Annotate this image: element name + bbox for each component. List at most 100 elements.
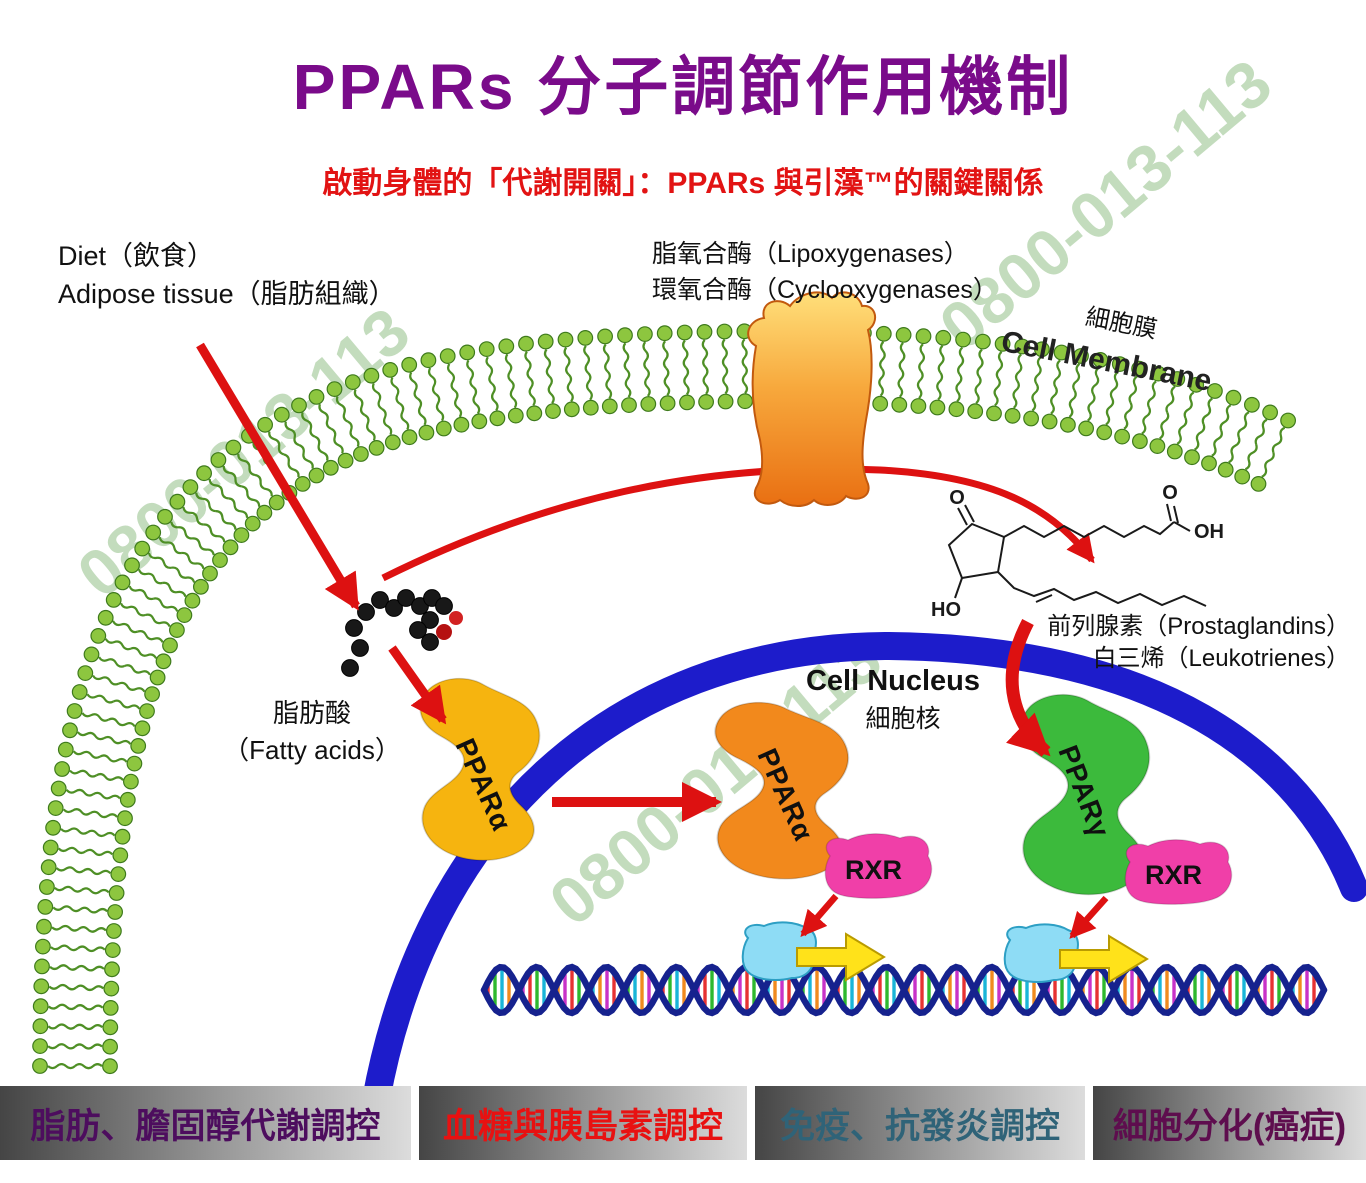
lipid-head	[139, 703, 155, 719]
lipid-tail	[509, 380, 518, 409]
lipid-tail	[364, 414, 376, 441]
lipid-head	[322, 459, 339, 476]
lipid-head	[36, 918, 52, 935]
lipid-head	[126, 755, 143, 772]
lipid-head	[459, 344, 476, 361]
lipid-head	[872, 395, 889, 412]
lipid-head	[233, 527, 250, 543]
lipid-tail	[1072, 363, 1081, 391]
lipid-head	[1234, 468, 1251, 485]
lipid-head	[1092, 352, 1109, 368]
lipid-head	[659, 395, 676, 412]
lipid-head	[891, 396, 908, 413]
lipid-head	[32, 1018, 49, 1035]
lipid-head	[401, 429, 418, 446]
lipid-tail	[1128, 375, 1138, 404]
complex-to-dna-arrow-left	[800, 893, 839, 937]
footer-label-glucose: 血糖與胰島素調控	[442, 1106, 723, 1146]
lipid-tail	[897, 369, 905, 398]
lipid-head	[294, 476, 311, 492]
lipid-tail	[147, 552, 172, 569]
lipid-tail	[84, 848, 114, 856]
lipid-tail	[466, 359, 475, 388]
carbon-atom	[341, 659, 359, 677]
lipid-tail	[683, 366, 690, 396]
lipid-tail	[1105, 397, 1115, 426]
lipid-tail	[701, 339, 709, 368]
footer-cell-glucose: 血糖與胰島素調控	[419, 1086, 747, 1160]
lipid-head	[1131, 433, 1148, 450]
lipid-tail	[528, 377, 536, 406]
lipid-head	[149, 669, 166, 686]
lipid-head	[97, 609, 114, 626]
hydroxyl-ho-label: HO	[931, 599, 961, 621]
footer-cell-immune: 免疫、抗發炎調控	[754, 1086, 1086, 1160]
lipid-head	[498, 338, 515, 355]
lipid-tail	[622, 342, 630, 371]
lipid-tail	[1050, 386, 1058, 415]
lipid-tail	[170, 521, 193, 540]
carbon-atom	[345, 619, 363, 637]
lipid-tail	[1176, 417, 1188, 445]
lipid-head	[563, 401, 580, 418]
lipid-tail	[1244, 444, 1258, 471]
lipid-head	[192, 578, 209, 595]
lipid-head	[102, 1038, 118, 1055]
lipid-head	[212, 552, 228, 568]
lipid-tail	[314, 435, 329, 461]
lipid-head	[1169, 371, 1186, 387]
lipid-tail	[237, 453, 256, 477]
lipid-tail	[283, 453, 300, 478]
transcription-elements	[741, 921, 1149, 984]
lipid-head	[105, 592, 122, 608]
lipid-tail	[1053, 359, 1061, 388]
lipid-tail	[301, 412, 316, 438]
lipid-head	[308, 467, 325, 484]
cell-nucleus-en-label: Cell Nucleus	[806, 665, 980, 697]
lipid-head	[1053, 344, 1070, 361]
lipid-tail	[79, 906, 108, 914]
lipid-tail	[957, 346, 965, 376]
lipid-head	[145, 524, 162, 541]
lipid-tail	[1219, 404, 1232, 431]
lipid-tail	[153, 597, 179, 612]
lipid-head	[1059, 416, 1076, 433]
lipid-tail	[50, 944, 79, 952]
rxr-label-right: RXR	[1145, 860, 1202, 890]
lipid-head	[1014, 338, 1031, 355]
lipid-head	[1111, 356, 1128, 373]
lipid-tail	[335, 396, 349, 423]
carbon-atom	[421, 611, 439, 629]
lipid-tail	[602, 343, 610, 373]
lipid-head	[184, 592, 201, 609]
lipid-tail	[65, 788, 94, 797]
lipid-head	[518, 335, 534, 352]
lipid-tail	[52, 905, 81, 913]
lipid-head	[1131, 360, 1147, 377]
lipid-head	[337, 452, 354, 469]
fatty-acids-en-label: （Fatty acids）	[223, 735, 401, 765]
transcription-start-arrow	[1059, 934, 1149, 984]
lipid-tail	[453, 389, 463, 418]
lipid-tail	[60, 827, 89, 835]
carbon-atom	[385, 599, 403, 617]
lipid-tail	[49, 964, 78, 971]
lipid-tail	[1141, 406, 1152, 435]
lipid-tail	[1068, 389, 1077, 418]
lipid-head	[737, 393, 753, 410]
lipid-head	[955, 331, 971, 348]
lipid-head	[1280, 412, 1296, 429]
lipid-tail	[222, 465, 242, 488]
lipid-tail	[1211, 430, 1223, 457]
lipid-tail	[1031, 383, 1039, 412]
lipid-tail	[563, 346, 571, 376]
rxr-label-left: RXR	[845, 855, 902, 885]
lipid-head	[935, 329, 952, 346]
lipid-head	[104, 961, 120, 978]
lipid-tail	[1271, 426, 1286, 453]
lipid-head	[353, 446, 369, 462]
lipid-tail	[702, 366, 709, 395]
carbon-atom	[397, 589, 415, 607]
lipid-tail	[955, 373, 963, 403]
lipid-tail	[54, 885, 83, 893]
